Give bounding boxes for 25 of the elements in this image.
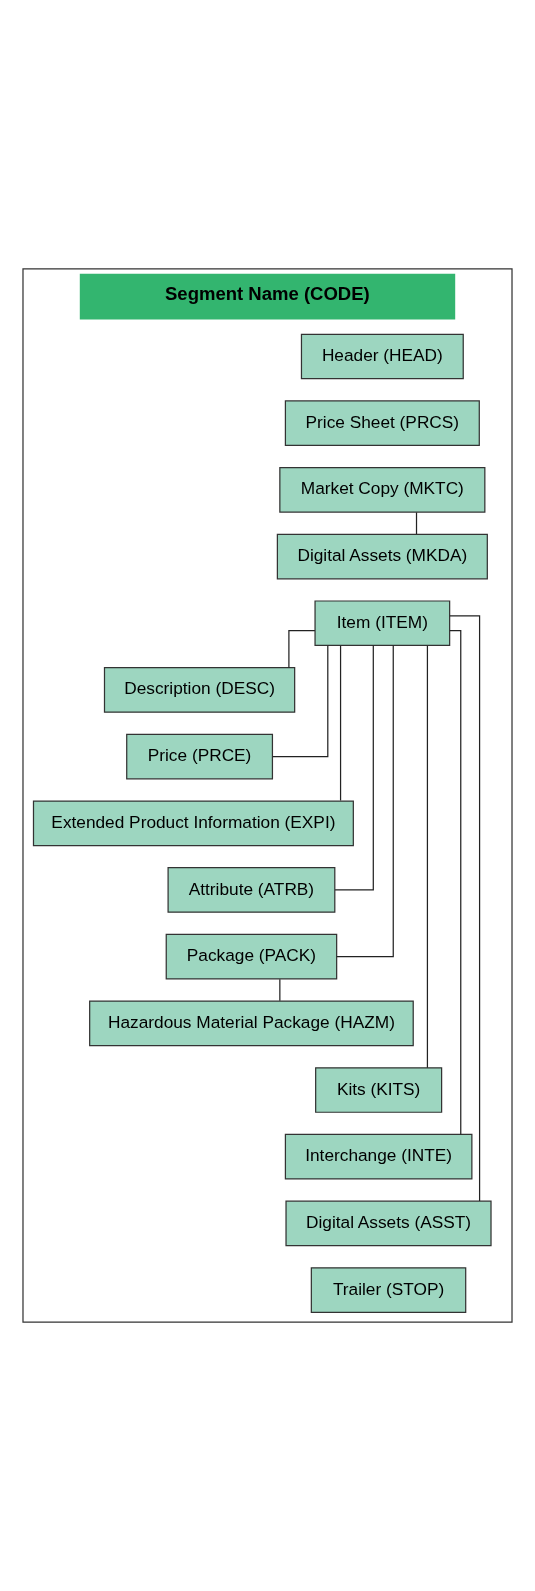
connector xyxy=(272,645,329,758)
node-box: Attribute (ATRB) xyxy=(167,867,336,913)
node-box: Item (ITEM) xyxy=(314,600,451,647)
node-box: Extended Product Information (EXPI) xyxy=(32,800,354,847)
node-box: Digital Assets (ASST) xyxy=(285,1200,492,1247)
connector xyxy=(334,644,374,891)
node-box: Interchange (INTE) xyxy=(284,1133,473,1180)
connector xyxy=(415,511,418,535)
connector xyxy=(449,630,462,1136)
node-box: Digital Assets (MKDA) xyxy=(276,533,488,580)
connector xyxy=(288,630,316,669)
node-box: Hazardous Material Package (HAZM) xyxy=(89,1000,414,1047)
node-box: Package (PACK) xyxy=(165,933,338,980)
node-box: Header (HEAD) xyxy=(300,333,464,380)
node-box: Price (PRCE) xyxy=(126,733,274,780)
node-box: Price Sheet (PRCS) xyxy=(284,400,480,447)
connector xyxy=(449,615,481,1202)
connector xyxy=(336,645,394,958)
node-box: Trailer (STOP) xyxy=(310,1267,467,1313)
node-box: Kits (KITS) xyxy=(315,1067,443,1113)
node-box: Market Copy (MKTC) xyxy=(279,467,486,513)
connector xyxy=(279,978,281,1002)
node-box: Description (DESC) xyxy=(103,667,296,713)
connector xyxy=(339,645,342,802)
connector xyxy=(426,645,429,1069)
